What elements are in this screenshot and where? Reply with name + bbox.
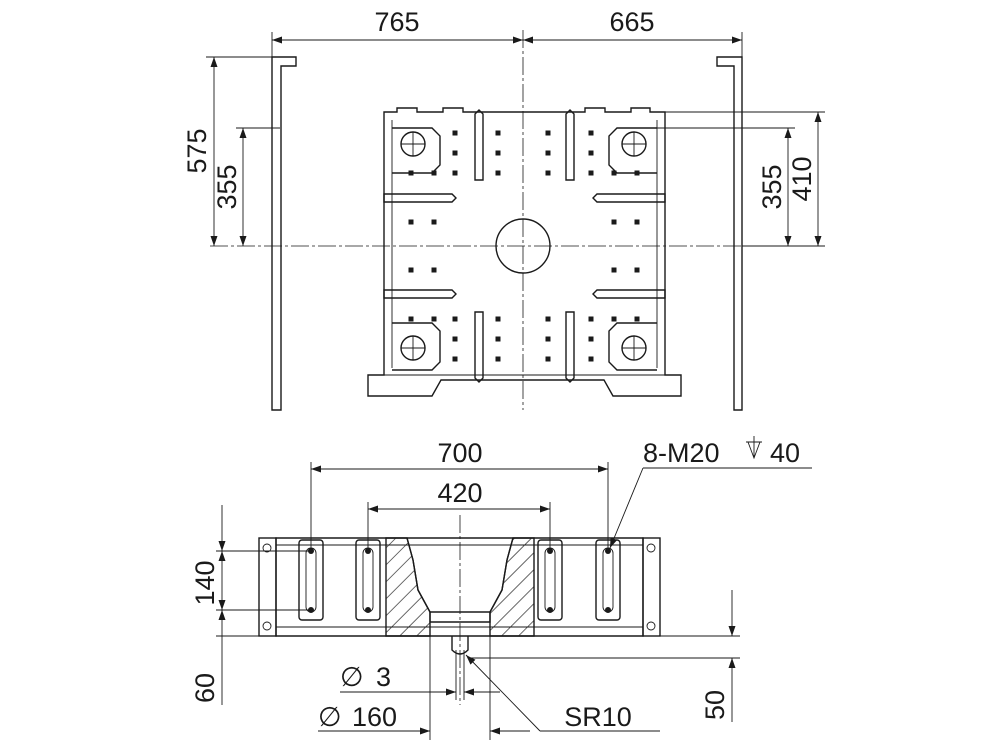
dim-d3-label: 3 <box>376 662 391 692</box>
dim-50-label: 50 <box>700 690 730 720</box>
platen-hole <box>634 219 640 225</box>
right-end-plate <box>642 537 661 637</box>
platen-hole <box>588 336 594 342</box>
diameter-symbol-icon: ∅ <box>340 662 364 692</box>
platen-hole <box>431 219 437 225</box>
corner-bolt-bottom-left <box>392 322 441 371</box>
platen-hole <box>408 267 414 273</box>
t-slots <box>383 109 666 383</box>
dim-575-label: 575 <box>182 128 212 173</box>
thread-depth-label: 40 <box>770 438 800 468</box>
corner-bolt-bottom-right <box>608 322 657 371</box>
left-rail <box>271 56 297 411</box>
depth-symbol-icon <box>746 436 762 460</box>
platen-hole <box>634 170 640 176</box>
platen-hole <box>611 316 617 322</box>
right-rail <box>716 56 743 411</box>
platen-hole <box>545 170 551 176</box>
platen-hole <box>452 130 458 136</box>
platen-hole <box>431 267 437 273</box>
platen-hole <box>545 356 551 362</box>
platen-hole <box>611 267 617 273</box>
platen-hole <box>495 316 501 322</box>
platen-hole <box>611 219 617 225</box>
platen-hole <box>431 316 437 322</box>
platen-hole <box>495 356 501 362</box>
dim-665-label: 665 <box>609 7 654 37</box>
platen-hole <box>545 316 551 322</box>
dim-410-label: 410 <box>787 156 817 201</box>
corner-bolt-top-left <box>392 127 441 174</box>
dim-sr10-label: SR10 <box>564 702 632 732</box>
platen-hole <box>634 267 640 273</box>
diameter-symbol-icon-2: ∅ <box>318 702 342 732</box>
thread-note-label: 8-M20 <box>643 438 720 468</box>
dim-765-label: 765 <box>374 7 419 37</box>
platen-hole <box>431 170 437 176</box>
corner-bolt-top-right <box>608 127 657 174</box>
dim-355-right-label: 355 <box>757 164 787 209</box>
center-hole <box>495 218 551 274</box>
hole-pattern <box>408 130 640 362</box>
platen-hole <box>452 336 458 342</box>
platen-hole <box>545 130 551 136</box>
platen-hole <box>452 150 458 156</box>
platen-hole <box>408 170 414 176</box>
platen-hole <box>588 316 594 322</box>
dim-355-left-label: 355 <box>212 164 242 209</box>
left-end-plate <box>258 537 277 637</box>
platen-hole <box>452 316 458 322</box>
platen-hole <box>495 170 501 176</box>
dim-140-label: 140 <box>190 560 220 605</box>
platen-hole <box>495 150 501 156</box>
platen-hole <box>611 170 617 176</box>
top-view: 765 665 575 355 355 410 <box>182 7 825 411</box>
platen-hole <box>452 170 458 176</box>
bowl-profile <box>406 537 514 613</box>
hatched-wall-right <box>489 537 535 637</box>
platen-outline <box>367 107 682 397</box>
bowl-bottom-opening <box>429 612 491 623</box>
hatched-wall-left <box>385 537 431 637</box>
platen-hole <box>408 316 414 322</box>
nozzle-tip <box>451 636 469 655</box>
platen-hole <box>588 356 594 362</box>
platen-hole <box>495 130 501 136</box>
platen-hole <box>408 219 414 225</box>
platen-hole <box>634 316 640 322</box>
platen-hole <box>452 356 458 362</box>
front-view: 700 420 8-M20 40 140 60 ∅ 3 <box>190 436 812 740</box>
platen-hole <box>588 130 594 136</box>
platen-hole <box>495 336 501 342</box>
dim-420-label: 420 <box>437 478 482 508</box>
platen-hole <box>545 150 551 156</box>
dim-60-label: 60 <box>190 673 220 703</box>
leader-sr10 <box>465 654 541 732</box>
slotted-brackets <box>298 539 621 621</box>
dim-700-label: 700 <box>437 438 482 468</box>
dim-d160-label: 160 <box>352 702 397 732</box>
thread-callout: 8-M20 40 <box>609 436 812 549</box>
platen-hole <box>588 150 594 156</box>
platen-hole <box>545 336 551 342</box>
platen-hole <box>588 170 594 176</box>
